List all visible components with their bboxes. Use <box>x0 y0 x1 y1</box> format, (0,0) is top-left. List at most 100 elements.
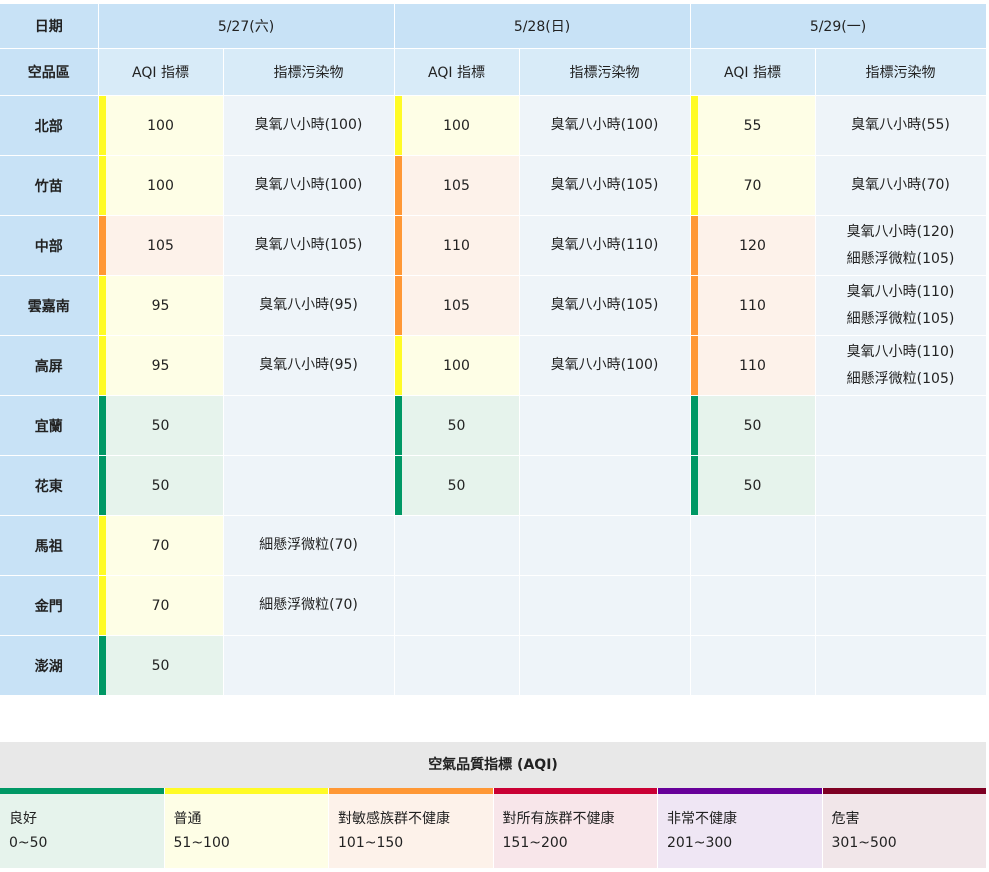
region-label: 空品區 <box>0 48 99 96</box>
aqi-value: 70 <box>151 537 170 554</box>
aqi-forecast-table: 日期 5/27(六) 5/28(日) 5/29(一) 空品區 AQI 指標 指標… <box>0 4 987 696</box>
legend-color-bar <box>329 788 493 794</box>
legend-level-range: 101~150 <box>338 835 404 851</box>
region-name: 宜蘭 <box>0 395 99 456</box>
aqi-value-cell: 120 <box>690 215 816 276</box>
aqi-value: 100 <box>147 117 174 134</box>
aqi-value: 50 <box>447 477 466 494</box>
legend-level-range: 151~200 <box>502 835 568 851</box>
aqi-value-cell: 100 <box>394 335 520 396</box>
aqi-value: 55 <box>743 117 762 134</box>
empty-cell <box>519 635 691 696</box>
aqi-level-bar <box>394 216 402 275</box>
aqi-level-bar <box>690 96 698 155</box>
pollutant-cell: 臭氧八小時(120)細懸浮微粒(105) <box>815 215 987 276</box>
aqi-value: 50 <box>447 417 466 434</box>
date-header: 5/27(六) <box>98 4 395 49</box>
aqi-value-cell: 100 <box>394 95 520 156</box>
pollutant-text: 臭氧八小時(100) <box>254 117 363 133</box>
empty-cell <box>394 515 520 576</box>
aqi-value: 105 <box>147 237 174 254</box>
aqi-value: 105 <box>443 297 470 314</box>
date-label: 日期 <box>0 4 99 49</box>
pollutant-cell <box>519 395 691 456</box>
region-name: 北部 <box>0 95 99 156</box>
pollutant-text: 臭氧八小時(100) <box>550 357 659 373</box>
legend-title: 空氣品質指標 (AQI) <box>0 742 986 788</box>
aqi-value-cell: 95 <box>98 275 224 336</box>
region-name: 金門 <box>0 575 99 636</box>
aqi-value-cell: 50 <box>98 455 224 516</box>
region-name: 竹苗 <box>0 155 99 216</box>
aqi-level-bar <box>98 456 106 515</box>
pollutant-cell: 臭氧八小時(105) <box>223 215 395 276</box>
legend-level-name: 非常不健康 <box>667 811 737 827</box>
empty-cell <box>690 575 816 636</box>
aqi-column-header: AQI 指標 <box>394 48 520 96</box>
pollutant-cell: 臭氧八小時(110)細懸浮微粒(105) <box>815 335 987 396</box>
empty-cell <box>519 515 691 576</box>
legend-level-range: 0~50 <box>9 835 48 851</box>
pollutant-text: 細懸浮微粒(70) <box>259 597 358 613</box>
pollutant-text: 臭氧八小時(95) <box>259 297 358 313</box>
pollutant-cell <box>815 455 987 516</box>
aqi-value: 110 <box>739 297 766 314</box>
pollutant-cell: 細懸浮微粒(70) <box>223 515 395 576</box>
pollutant-text: 臭氧八小時(110) <box>846 283 955 300</box>
aqi-value-cell: 100 <box>98 95 224 156</box>
pollutant-cell <box>223 395 395 456</box>
legend-level-range: 301~500 <box>831 835 897 851</box>
aqi-value-cell: 50 <box>98 395 224 456</box>
aqi-value-cell: 50 <box>394 455 520 516</box>
aqi-level-bar <box>690 156 698 215</box>
aqi-value: 110 <box>739 357 766 374</box>
aqi-value: 105 <box>443 177 470 194</box>
aqi-value-cell: 50 <box>690 395 816 456</box>
empty-cell <box>815 515 987 576</box>
aqi-level-bar <box>394 456 402 515</box>
empty-cell <box>690 515 816 576</box>
date-header-row: 日期 5/27(六) 5/28(日) 5/29(一) <box>0 4 987 49</box>
legend-level-name: 良好 <box>9 811 37 827</box>
aqi-level-bar <box>98 516 106 575</box>
aqi-level-bar <box>394 156 402 215</box>
date-header: 5/28(日) <box>394 4 691 49</box>
aqi-level-bar <box>98 576 106 635</box>
region-name: 中部 <box>0 215 99 276</box>
aqi-value-cell: 110 <box>690 335 816 396</box>
aqi-value-cell: 70 <box>690 155 816 216</box>
pollutant-cell: 臭氧八小時(55) <box>815 95 987 156</box>
pollutant-cell: 臭氧八小時(110) <box>519 215 691 276</box>
pollutant-cell <box>815 395 987 456</box>
legend-item: 良好 0~50 <box>0 788 165 868</box>
aqi-value-cell: 55 <box>690 95 816 156</box>
pollutant-cell: 臭氧八小時(70) <box>815 155 987 216</box>
pollutant-cell <box>519 455 691 516</box>
aqi-value: 95 <box>151 297 170 314</box>
aqi-value-cell: 110 <box>394 215 520 276</box>
region-name: 花東 <box>0 455 99 516</box>
aqi-level-bar <box>98 396 106 455</box>
aqi-level-bar <box>394 396 402 455</box>
pollutant-cell: 臭氧八小時(105) <box>519 275 691 336</box>
pollutant-cell: 臭氧八小時(95) <box>223 335 395 396</box>
legend-color-bar <box>164 788 328 794</box>
pollutant-column-header: 指標污染物 <box>519 48 691 96</box>
aqi-value: 100 <box>443 117 470 134</box>
legend-level-name: 普通 <box>173 811 202 827</box>
aqi-level-bar <box>394 276 402 335</box>
legend-color-bar <box>493 788 657 794</box>
aqi-level-bar <box>98 636 106 695</box>
legend-color-bar <box>658 788 822 794</box>
aqi-value-cell: 95 <box>98 335 224 396</box>
legend-level-range: 201~300 <box>667 835 733 851</box>
region-name: 馬祖 <box>0 515 99 576</box>
pollutant-cell: 臭氧八小時(110)細懸浮微粒(105) <box>815 275 987 336</box>
aqi-value: 50 <box>743 477 762 494</box>
